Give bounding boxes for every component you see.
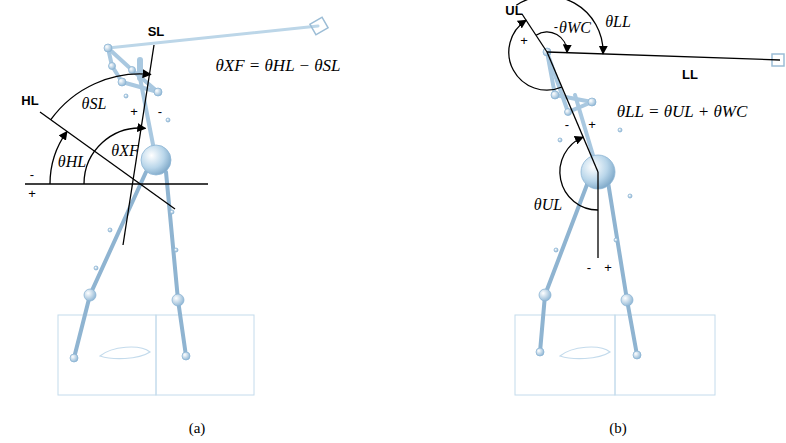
equation: θLL = θUL + θWC: [617, 103, 748, 122]
sign-label: +: [130, 105, 138, 119]
angle-label: θWC: [559, 19, 591, 37]
sign-label: +: [604, 261, 612, 275]
equation: θXF = θHL − θSL: [215, 57, 340, 76]
angle-lines-b: [509, 0, 780, 258]
joints-a: [70, 44, 190, 362]
angle-label: θHL: [58, 153, 86, 171]
sign-label: -: [565, 118, 569, 132]
line-label: UL: [505, 4, 522, 18]
angle-lines-a: [25, 45, 208, 245]
sign-label: -: [30, 168, 34, 182]
sign-label: +: [588, 118, 596, 132]
angle-label: θXF: [111, 142, 138, 160]
sign-label: +: [28, 187, 36, 201]
angle-label: θSL: [82, 95, 107, 113]
angle-label: θLL: [605, 13, 631, 31]
pelvis-ball: [141, 145, 171, 175]
line-label: LL: [682, 68, 698, 82]
line-label: SL: [148, 25, 165, 39]
sign-label: -: [587, 261, 591, 275]
skeleton-b: [515, 52, 784, 395]
sign-label: -: [554, 20, 558, 34]
panel-label: (b): [609, 420, 627, 437]
sign-label: -: [158, 105, 162, 119]
panel-label: (a): [189, 420, 206, 437]
angle-label: θUL: [534, 196, 562, 214]
line-label: HL: [21, 94, 38, 108]
sign-label: +: [520, 34, 528, 48]
